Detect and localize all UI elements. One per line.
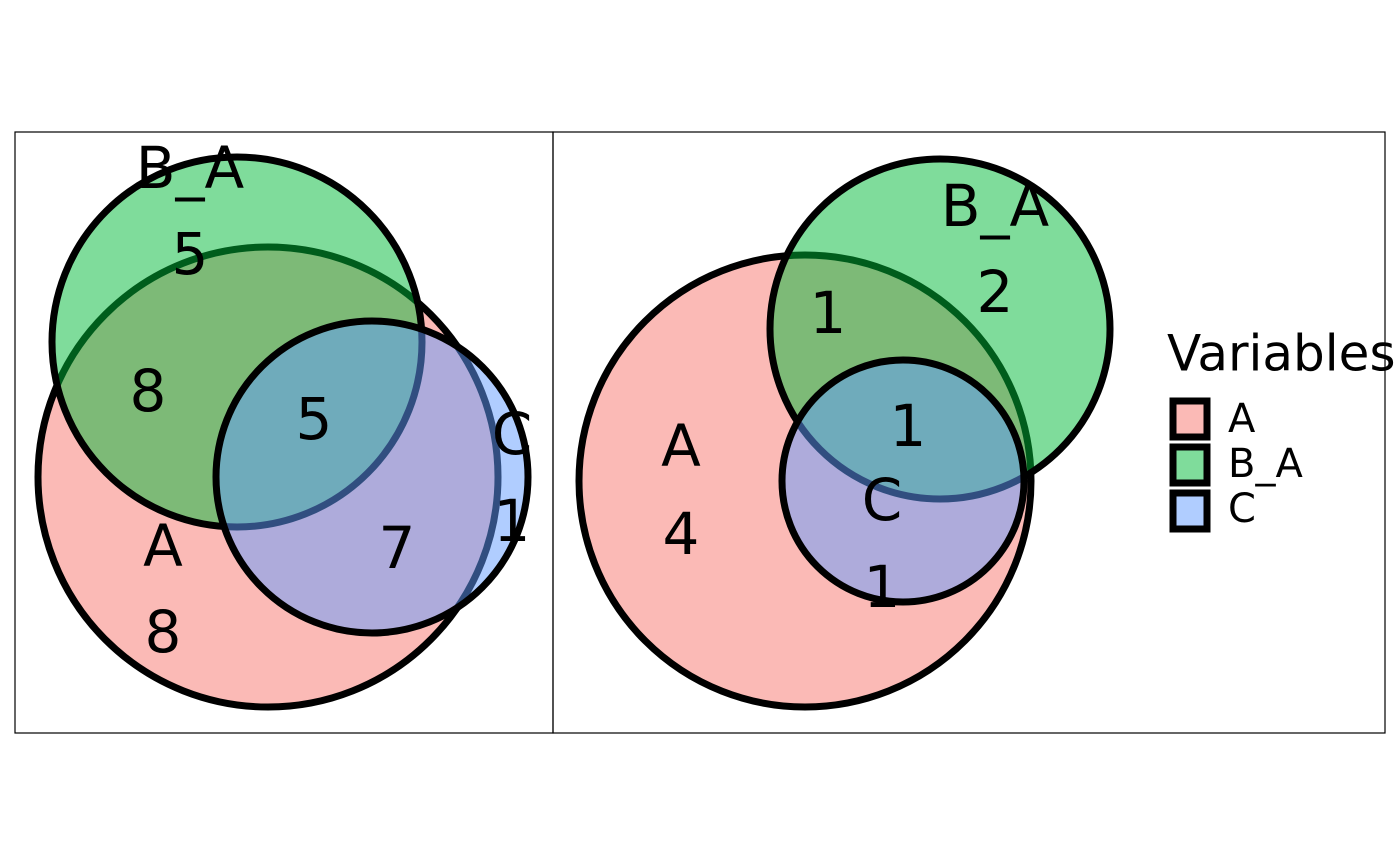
left-count-a-and-c: 7 xyxy=(379,514,416,582)
legend-key-b-a xyxy=(1169,443,1211,487)
right-panel-frame xyxy=(552,131,1386,734)
left-circle-c xyxy=(212,317,532,637)
left-count-a-and-b-a: 8 xyxy=(130,357,167,425)
legend-label-b-a: B_A xyxy=(1228,441,1303,487)
right-count-a-and-b-a: 1 xyxy=(810,279,847,347)
right-circle-c xyxy=(778,356,1028,606)
right-count-b-a-only: 2 xyxy=(977,258,1014,326)
right-count-a-and-c: 1 xyxy=(864,553,901,621)
right-count-a-b-a-c: 1 xyxy=(890,392,927,460)
right-label-b-a: B_A xyxy=(941,172,1050,240)
left-count-b-a-only: 5 xyxy=(172,220,209,288)
left-panel: B_A 5 8 5 C 1 A 7 8 xyxy=(34,134,533,711)
legend-key-c xyxy=(1169,489,1211,533)
legend-title: Variables xyxy=(1167,325,1396,383)
left-label-a: A xyxy=(143,512,183,580)
left-label-b-a: B_A xyxy=(136,134,245,202)
legend-key-a xyxy=(1169,397,1211,441)
left-label-c: C xyxy=(492,400,533,468)
right-label-a: A xyxy=(661,412,701,480)
right-count-a-only: 4 xyxy=(663,500,700,568)
left-count-a-only: 8 xyxy=(145,598,182,666)
legend-label-c: C xyxy=(1228,486,1256,532)
right-label-c: C xyxy=(862,466,903,534)
legend-label-a: A xyxy=(1228,396,1256,442)
legend: Variables A B_A C xyxy=(1167,325,1396,533)
left-count-a-b-a-c: 5 xyxy=(296,385,333,453)
right-panel: B_A 2 1 1 A C 4 1 xyxy=(575,155,1114,711)
left-count-c-only: 1 xyxy=(494,487,531,555)
